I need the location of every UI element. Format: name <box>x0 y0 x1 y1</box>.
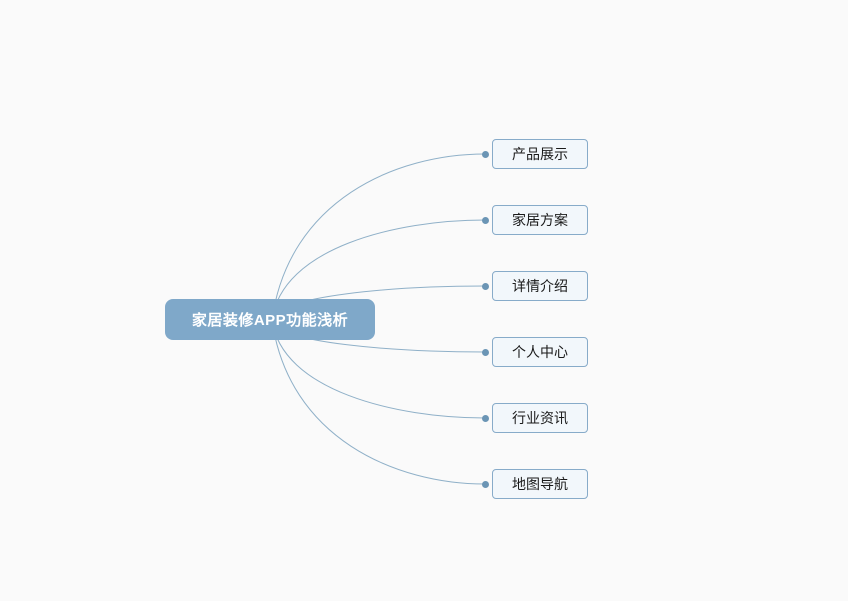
branch-connector-dot <box>481 282 489 290</box>
branch-node[interactable]: 行业资讯 <box>492 403 588 433</box>
branch-edge <box>271 319 486 485</box>
branch-node-label: 详情介绍 <box>512 278 568 294</box>
branch-connector-dot <box>481 216 489 224</box>
branch-node[interactable]: 个人中心 <box>492 337 588 367</box>
root-node[interactable]: 家居装修APP功能浅析 <box>165 299 375 340</box>
branch-node-label: 个人中心 <box>512 344 568 360</box>
root-node-label: 家居装修APP功能浅析 <box>191 312 349 329</box>
branch-connector-dot <box>481 348 489 356</box>
branch-node[interactable]: 地图导航 <box>492 469 588 499</box>
branch-connector-dot <box>481 150 489 158</box>
branch-connector-dot <box>481 480 489 488</box>
branch-node-label: 地图导航 <box>512 476 568 492</box>
branch-node[interactable]: 详情介绍 <box>492 271 588 301</box>
branch-connector-dot <box>481 414 489 422</box>
branch-node-label: 行业资讯 <box>512 410 568 426</box>
branch-node[interactable]: 产品展示 <box>492 139 588 169</box>
branch-node-label: 家居方案 <box>512 212 568 228</box>
branch-node[interactable]: 家居方案 <box>492 205 588 235</box>
branch-edge <box>271 153 486 321</box>
branch-node-label: 产品展示 <box>512 146 568 162</box>
